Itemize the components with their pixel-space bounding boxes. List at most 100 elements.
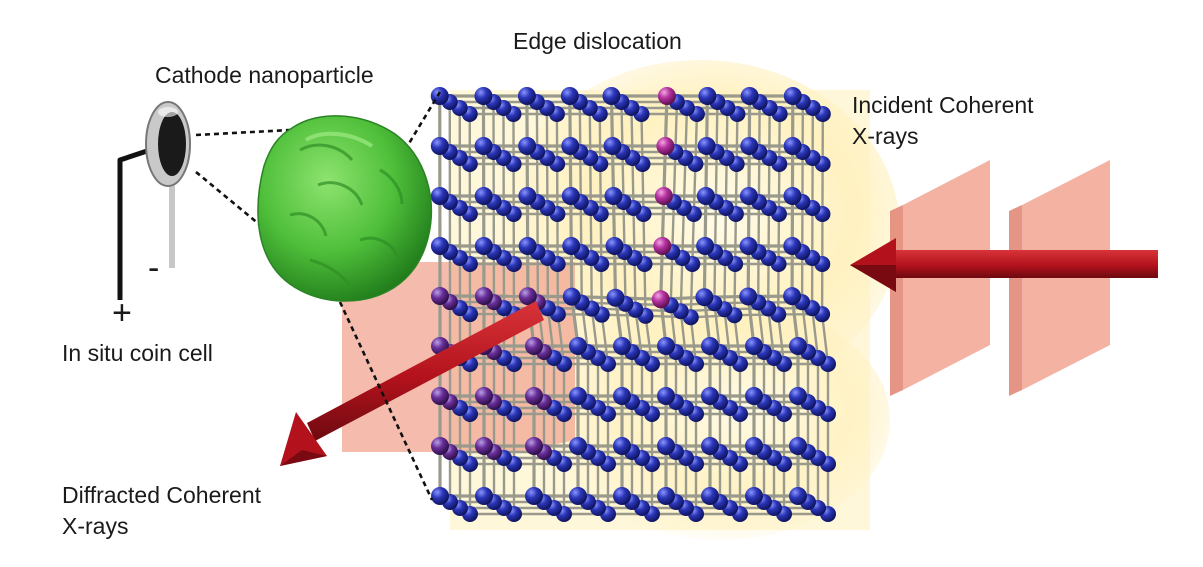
lattice-atom bbox=[475, 487, 493, 505]
lattice-atom bbox=[783, 287, 802, 306]
lattice-bond bbox=[671, 201, 676, 253]
lattice-bond bbox=[734, 163, 738, 215]
lattice-bond bbox=[733, 213, 738, 265]
lattice-bond bbox=[735, 113, 739, 165]
lattice-atom bbox=[517, 87, 536, 105]
lattice-bond bbox=[810, 308, 820, 359]
lattice-atom bbox=[569, 387, 587, 405]
diffraction-region-atom bbox=[431, 387, 449, 405]
lattice-bond bbox=[820, 314, 830, 365]
coin-cell-icon bbox=[117, 101, 191, 300]
lattice-atom bbox=[613, 487, 631, 505]
lattice-bond bbox=[713, 251, 717, 304]
lattice-atom bbox=[518, 237, 537, 255]
lattice-atom bbox=[602, 87, 621, 105]
lattice-atom bbox=[739, 287, 758, 306]
lattice-bond bbox=[631, 157, 635, 209]
coin-cell-label: In situ coin cell bbox=[62, 340, 213, 366]
lattice-bond bbox=[692, 163, 697, 215]
lattice-atom bbox=[740, 137, 759, 155]
lattice-bond bbox=[684, 107, 689, 159]
cathode-nanoparticle-icon bbox=[257, 115, 433, 302]
lattice-atom bbox=[739, 237, 758, 255]
lattice-bond bbox=[632, 207, 636, 259]
lattice-atom bbox=[783, 87, 802, 105]
dislocation-atom bbox=[651, 290, 670, 309]
lattice-bond bbox=[624, 303, 634, 353]
lattice-bond bbox=[644, 315, 654, 365]
lattice-bond bbox=[556, 314, 566, 365]
dislocation-atom bbox=[653, 237, 672, 255]
lattice-atom bbox=[561, 137, 580, 155]
lattice-bond bbox=[672, 151, 677, 203]
lattice-atom bbox=[745, 387, 763, 405]
edge-dislocation-label: Edge dislocation bbox=[513, 28, 682, 54]
lattice-atom bbox=[697, 137, 716, 155]
diffraction-region-atom bbox=[475, 387, 493, 405]
lattice-atom bbox=[561, 187, 580, 205]
lattice-bond bbox=[580, 302, 590, 353]
lattice-bond bbox=[623, 251, 627, 304]
lattice-atom bbox=[701, 387, 719, 405]
incident-xrays-line2: X-rays bbox=[852, 123, 919, 149]
lattice-atom bbox=[657, 437, 675, 455]
incident-xrays-label: Incident Coherent X-rays bbox=[852, 90, 1034, 152]
lattice-atom bbox=[613, 437, 631, 455]
dislocation-atom bbox=[654, 187, 673, 205]
diffracted-xrays-line1: Diffracted Coherent bbox=[62, 482, 262, 508]
dislocation-atom bbox=[656, 137, 675, 155]
lattice-bond bbox=[546, 308, 556, 359]
lattice-atom bbox=[525, 487, 543, 505]
lattice-atom bbox=[606, 288, 625, 307]
lattice-bond bbox=[713, 201, 718, 253]
lattice-atom bbox=[740, 87, 759, 105]
lattice-bond bbox=[642, 213, 646, 265]
lattice-bond bbox=[689, 263, 694, 318]
minus-terminal-sign: - bbox=[148, 249, 160, 287]
lattice-bond bbox=[723, 207, 728, 259]
lattice-bond bbox=[621, 151, 625, 203]
lattice-atom bbox=[569, 437, 587, 455]
lattice-bond bbox=[756, 302, 766, 353]
lattice-bond bbox=[691, 213, 696, 265]
lattice-bond bbox=[641, 163, 645, 215]
lattice-atom bbox=[789, 337, 807, 355]
diffracted-beam-arrow bbox=[280, 301, 544, 466]
lattice-bond bbox=[694, 113, 699, 165]
diffraction-region-atom bbox=[525, 387, 543, 405]
lattice-atom bbox=[474, 237, 493, 255]
lattice-atom bbox=[701, 487, 719, 505]
diffraction-region-atom bbox=[518, 287, 537, 306]
lattice-atom bbox=[789, 437, 807, 455]
lattice-atom bbox=[518, 187, 537, 205]
lattice-bond bbox=[723, 309, 732, 359]
lattice-bond bbox=[682, 157, 687, 209]
lattice-atom bbox=[657, 487, 675, 505]
crystal-lattice bbox=[430, 87, 836, 522]
lattice-bond bbox=[620, 101, 624, 153]
cathode-nanoparticle-label: Cathode nanoparticle bbox=[155, 62, 374, 88]
lattice-atom bbox=[562, 237, 581, 255]
diffraction-region-atom bbox=[474, 287, 493, 306]
lattice-bond bbox=[733, 263, 737, 316]
lattice-bond bbox=[776, 314, 786, 365]
lattice-bond bbox=[766, 308, 776, 359]
lattice-atom bbox=[783, 237, 802, 255]
lattice-bond bbox=[723, 257, 727, 310]
lattice-bond bbox=[725, 107, 729, 159]
lattice-atom bbox=[518, 137, 537, 155]
lattice-bond bbox=[640, 113, 644, 165]
lattice-bond bbox=[681, 207, 686, 259]
lattice-atom bbox=[783, 137, 802, 155]
lattice-bond bbox=[800, 302, 810, 353]
diffracted-xrays-line2: X-rays bbox=[62, 513, 129, 539]
lattice-bond bbox=[714, 151, 718, 203]
lattice-atom bbox=[430, 187, 449, 205]
lattice-atom bbox=[474, 187, 493, 205]
lattice-atom bbox=[739, 187, 758, 205]
lattice-atom bbox=[745, 487, 763, 505]
lattice-atom bbox=[701, 337, 719, 355]
lattice-atom bbox=[562, 287, 581, 306]
lattice-bond bbox=[633, 257, 637, 310]
